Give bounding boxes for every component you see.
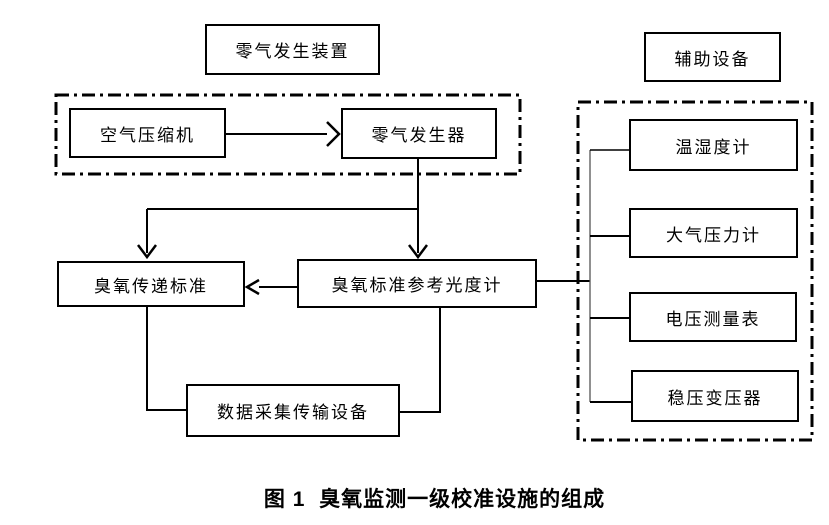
group-title-label: 零气发生装置	[235, 42, 350, 62]
group-title-auxiliary-equipment: 辅助设备	[644, 32, 781, 82]
node-thermo-hygrometer: 温湿度计	[629, 119, 798, 171]
node-barometer: 大气压力计	[629, 208, 798, 258]
group-title-label: 辅助设备	[674, 49, 751, 70]
node-label: 臭氧标准参考光度计	[331, 276, 503, 296]
node-zero-gas-generator: 零气发生器	[341, 108, 497, 159]
connector-photometer-to-dataacq	[400, 308, 441, 413]
figure-caption: 图 1 臭氧监测一级校准设施的组成	[263, 488, 606, 511]
node-label: 稳压变压器	[667, 388, 763, 409]
node-ozone-standard-reference-photometer: 臭氧标准参考光度计	[297, 259, 537, 308]
arrowhead-right-icon	[326, 121, 341, 147]
arrowhead-down-icon	[408, 244, 428, 260]
group-frame-auxiliary-equipment	[576, 100, 814, 442]
connector-transfer-to-dataacq	[146, 307, 186, 411]
node-label: 电压测量表	[665, 309, 761, 330]
node-label: 零气发生器	[371, 126, 467, 146]
group-frame-zero-gas-device	[54, 93, 522, 176]
group-title-zero-gas-device: 零气发生装置	[205, 24, 380, 75]
node-label: 温湿度计	[675, 137, 752, 158]
node-label: 大气压力计	[666, 225, 761, 246]
node-label: 空气压缩机	[100, 125, 195, 146]
arrowhead-down-icon	[137, 244, 157, 260]
node-ozone-transfer-standard: 臭氧传递标准	[57, 261, 245, 307]
node-voltage-meter: 电压测量表	[629, 292, 797, 342]
node-data-acquisition-transmission: 数据采集传输设备	[186, 384, 400, 437]
node-label: 数据采集传输设备	[217, 403, 369, 423]
node-voltage-regulator: 稳压变压器	[631, 370, 799, 422]
node-label: 臭氧传递标准	[94, 276, 208, 297]
arrowhead-left-icon	[244, 278, 260, 296]
node-air-compressor: 空气压缩机	[69, 108, 226, 158]
